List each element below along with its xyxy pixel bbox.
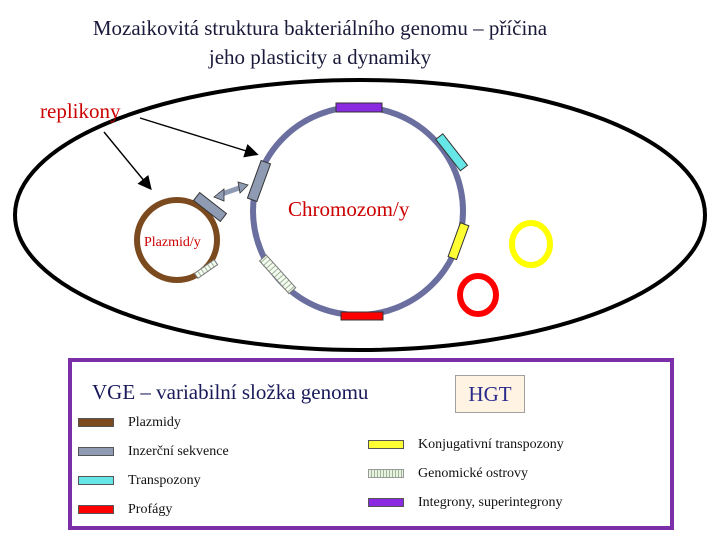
- prophage-segment: [340, 311, 384, 321]
- replicons-label: replikony: [40, 99, 121, 123]
- legend-label: Genomické ostrovy: [418, 466, 529, 481]
- legend-label: Plazmidy: [128, 415, 181, 430]
- plasmid-label: Plazmid/y: [144, 235, 201, 250]
- yellow-plasmid: [509, 220, 553, 268]
- plasmid-ring: [134, 197, 220, 283]
- title-line-2: jeho plasticity a dynamiky: [208, 45, 432, 69]
- legend-label: Integrony, superintegrony: [418, 495, 563, 510]
- plasmid-insertion-sequence: [192, 191, 228, 223]
- legend-label: Konjugativní transpozony: [418, 437, 564, 452]
- transposon-segment: [435, 133, 469, 172]
- legend-swatch: [78, 505, 114, 514]
- legend-swatch: [368, 440, 404, 449]
- legend-heading: VGE – variabilní složka genomu: [92, 380, 369, 404]
- page-title: Mozaikovitá struktura bakteriálního geno…: [0, 14, 640, 72]
- legend-label: Profágy: [128, 502, 173, 517]
- cell-outline: [13, 78, 707, 352]
- legend-swatch: [368, 469, 404, 478]
- legend-label: Inzerční sekvence: [128, 444, 229, 459]
- conjugative-transposon-segment: [447, 222, 470, 261]
- legend-label: Transpozony: [128, 473, 201, 488]
- transfer-arrow-head-left: [213, 188, 225, 202]
- legend-swatch: [368, 498, 404, 507]
- legend-swatch: [78, 447, 114, 456]
- replicon-pointer-chromosome: [139, 117, 259, 158]
- legend-swatch: [78, 418, 114, 427]
- legend-swatch: [78, 476, 114, 485]
- replicon-pointer-plasmid: [103, 131, 152, 191]
- chromosome-label: Chromozom/y: [288, 197, 410, 221]
- insertion-sequence-segment: [246, 159, 272, 203]
- integron-segment: [335, 102, 383, 113]
- genomic-island-segment: [258, 254, 297, 295]
- plasmid-genomic-island: [193, 258, 219, 280]
- hgt-badge: HGT: [455, 375, 525, 413]
- red-plasmid: [457, 273, 499, 317]
- title-line-1: Mozaikovitá struktura bakteriálního geno…: [92, 16, 548, 40]
- transfer-arrow-head-right: [237, 181, 249, 194]
